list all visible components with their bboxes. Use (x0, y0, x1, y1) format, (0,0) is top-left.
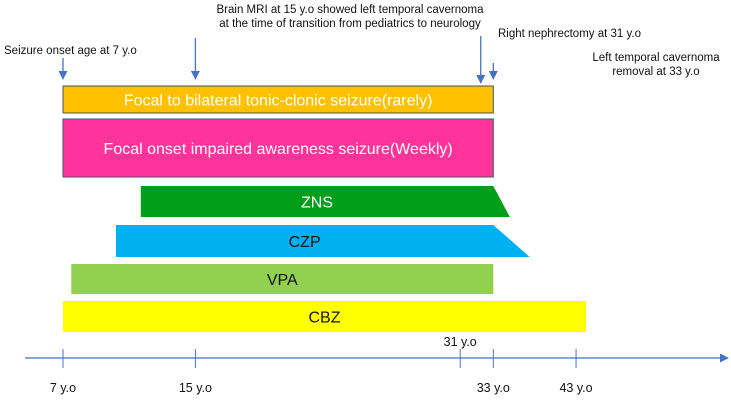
focal-impaired-awareness-bar (62, 118, 494, 178)
axis-label-31: 31 y.o (444, 335, 477, 349)
axis-label-33: 33 y.o (477, 381, 510, 395)
focal-to-bilateral-bar-label: Focal to bilateral tonic-clonic seizure(… (124, 93, 433, 110)
removal-annotation-line2: removal at 33 y.o (612, 66, 700, 78)
mri-annotation-line2: at the time of transition from pediatric… (219, 18, 481, 30)
removal-annotation: Left temporal cavernoma removal at 33 y.… (590, 51, 722, 79)
removal-annotation-line1: Left temporal cavernoma (592, 52, 720, 64)
cbz-bar-label: CBZ (308, 310, 340, 327)
axis-label-7: 7 y.o (50, 381, 76, 395)
focal-impaired-awareness-bar-label: Focal onset impaired awareness seizure(W… (104, 141, 453, 158)
vpa-bar-label: VPA (267, 272, 298, 289)
mri-annotation: Brain MRI at 15 y.o showed left temporal… (200, 3, 500, 31)
focal-to-bilateral-bar (62, 85, 494, 114)
mri-annotation-line1: Brain MRI at 15 y.o showed left temporal… (216, 4, 484, 16)
zns-bar-label: ZNS (301, 195, 333, 212)
czp-bar-label: CZP (289, 234, 321, 251)
nephrectomy-annotation: Right nephrectomy at 31 y.o (498, 28, 641, 40)
onset-annotation: Seizure onset age at 7 y.o (4, 45, 137, 57)
vpa-bar (71, 264, 494, 294)
zns-bar (140, 186, 510, 217)
axis-label-15: 15 y.o (179, 381, 212, 395)
cbz-bar (63, 301, 586, 332)
axis-label-38: 43 y.o (559, 381, 592, 395)
czp-bar (115, 225, 530, 257)
